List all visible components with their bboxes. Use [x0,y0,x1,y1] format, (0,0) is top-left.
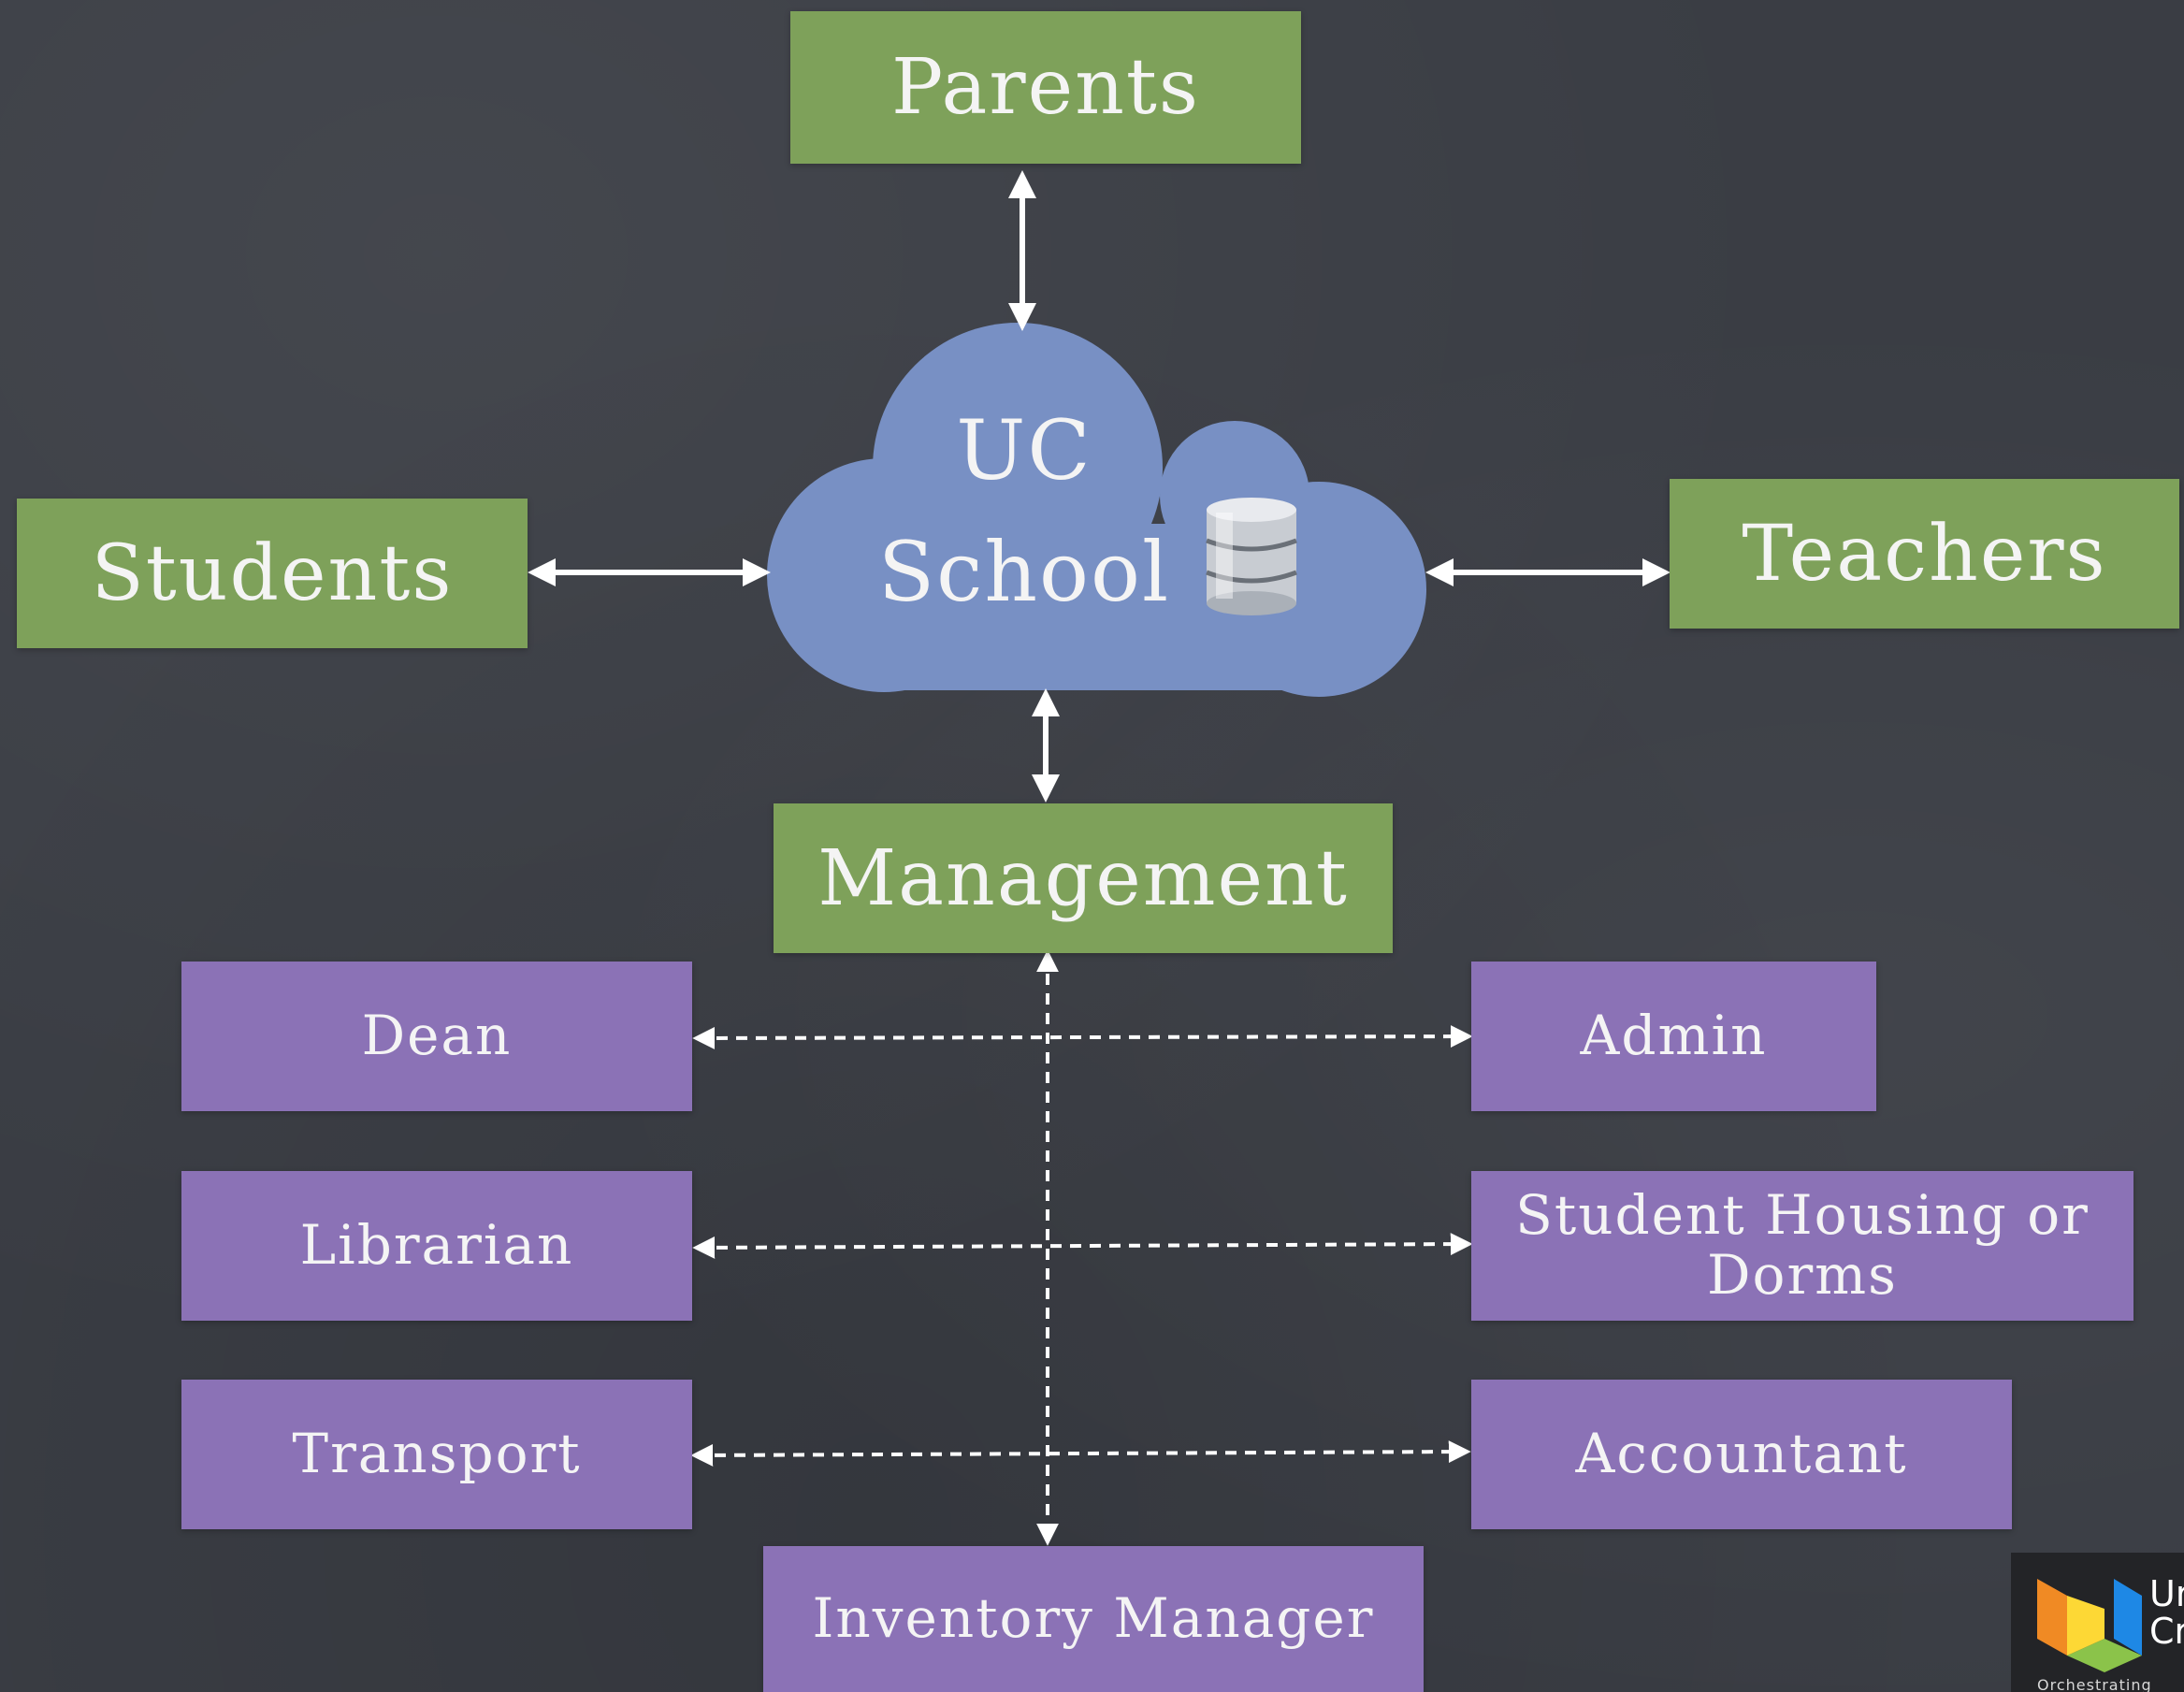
company-logo: Ur Cr Orchestrating [2011,1553,2184,1692]
logo-tagline: Orchestrating [2037,1676,2152,1692]
dashed-transport-accountant [690,1440,1471,1467]
dashed-dean-admin [692,1025,1473,1049]
student-housing-box: Student Housing or Dorms [1471,1171,2133,1321]
students-box: Students [17,499,528,648]
management-box: Management [774,803,1393,953]
student-housing-line1: Student Housing or [1515,1183,2090,1248]
cloud-shape [767,323,1426,697]
logo-text-line1: Ur [2149,1573,2184,1614]
teachers-box: Teachers [1670,479,2179,629]
logo-text-line2: Cr [2149,1611,2184,1652]
inventory-manager-box: Inventory Manager [763,1546,1424,1692]
cloud-label-uc: UC [956,402,1092,499]
dashed-librarian-housing [692,1233,1473,1259]
database-icon [1206,498,1297,615]
logo-mark-icon [2037,1579,2142,1672]
admin-box: Admin [1471,962,1876,1111]
parents-box: Parents [790,11,1301,164]
dean-box: Dean [181,962,692,1111]
cloud-label-school: School [877,524,1171,620]
transport-box: Transport [181,1380,692,1529]
librarian-box: Librarian [181,1171,692,1321]
accountant-box: Accountant [1471,1380,2012,1529]
student-housing-line2: Dorms [1707,1243,1898,1307]
